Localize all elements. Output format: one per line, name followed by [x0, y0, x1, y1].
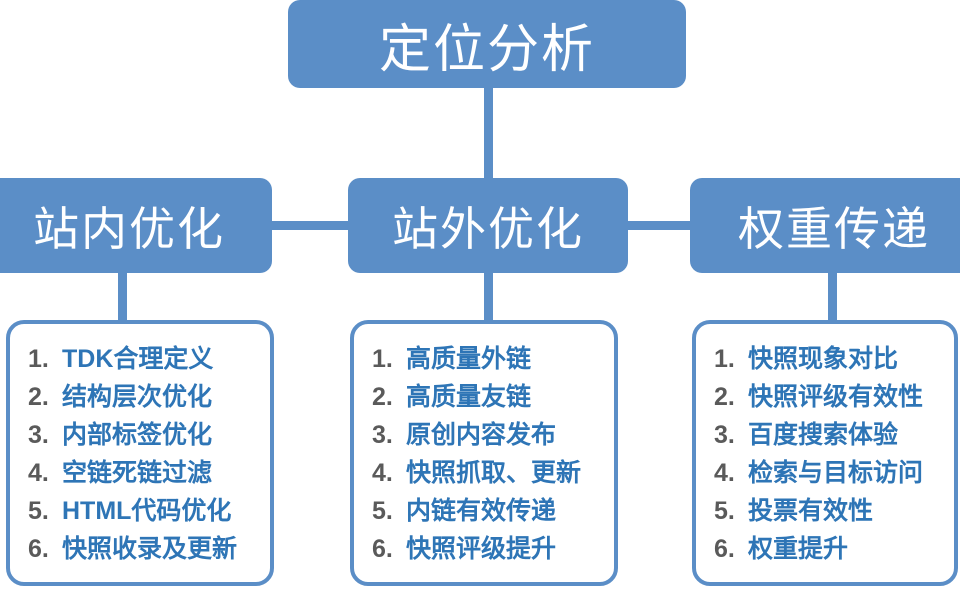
list-item-label: 百度搜索体验: [748, 421, 899, 449]
node-branch-weight-transfer[interactable]: 权重传递: [690, 178, 960, 273]
node-branch-label-1: 站内优化: [33, 202, 225, 255]
list-weight-transfer: 1. 快照现象对比 2. 快照评级有效性 3. 百度搜索体验 4. 检索与目标访…: [714, 340, 944, 568]
list-item[interactable]: 5. 内链有效传递: [372, 492, 604, 530]
list-item[interactable]: 6. 快照评级提升: [372, 530, 604, 568]
list-item-number: 1.: [714, 345, 735, 373]
list-item-label: 原创内容发布: [406, 421, 557, 449]
list-item-label: 快照评级提升: [406, 535, 557, 563]
list-item-number: 5.: [372, 497, 393, 525]
list-item[interactable]: 4. 空链死链过滤: [28, 454, 260, 492]
list-item-label: HTML代码优化: [62, 497, 232, 525]
list-item[interactable]: 1. 高质量外链: [372, 340, 604, 378]
card-weight-transfer: 1. 快照现象对比 2. 快照评级有效性 3. 百度搜索体验 4. 检索与目标访…: [692, 320, 958, 586]
list-item[interactable]: 4. 快照抓取、更新: [372, 454, 604, 492]
connector-center-branch-to-card: [484, 272, 493, 324]
list-item[interactable]: 5. 投票有效性: [714, 492, 944, 530]
list-item-label: 高质量外链: [406, 345, 532, 373]
list-item[interactable]: 1. TDK合理定义: [28, 340, 260, 378]
list-item-number: 6.: [714, 535, 735, 563]
node-root[interactable]: 定位分析: [288, 0, 686, 88]
node-branch-inner-optimization[interactable]: 站内优化: [0, 178, 272, 273]
list-item-number: 3.: [28, 421, 49, 449]
list-item[interactable]: 5. HTML代码优化: [28, 492, 260, 530]
list-item-number: 6.: [28, 535, 49, 563]
list-item[interactable]: 1. 快照现象对比: [714, 340, 944, 378]
list-item[interactable]: 3. 原创内容发布: [372, 416, 604, 454]
list-item-label: 空链死链过滤: [62, 459, 213, 487]
card-inner-optimization: 1. TDK合理定义 2. 结构层次优化 3. 内部标签优化 4. 空链死链过滤…: [6, 320, 274, 586]
list-item-label: TDK合理定义: [62, 345, 214, 373]
connector-center-to-right: [624, 221, 694, 230]
list-item-label: 内链有效传递: [406, 497, 557, 525]
list-item[interactable]: 4. 检索与目标访问: [714, 454, 944, 492]
list-item-number: 1.: [28, 345, 49, 373]
node-root-label: 定位分析: [378, 20, 595, 79]
node-branch-label-3: 权重传递: [738, 202, 930, 255]
list-item-number: 6.: [372, 535, 393, 563]
list-inner-optimization: 1. TDK合理定义 2. 结构层次优化 3. 内部标签优化 4. 空链死链过滤…: [28, 340, 260, 568]
list-item-label: 权重提升: [748, 535, 849, 563]
list-item[interactable]: 6. 快照收录及更新: [28, 530, 260, 568]
list-outer-optimization: 1. 高质量外链 2. 高质量友链 3. 原创内容发布 4. 快照抓取、更新 5…: [372, 340, 604, 568]
list-item-number: 2.: [372, 383, 393, 411]
list-item-label: 内部标签优化: [62, 421, 213, 449]
list-item-number: 5.: [714, 497, 735, 525]
node-branch-outer-optimization[interactable]: 站外优化: [348, 178, 628, 273]
list-item[interactable]: 3. 内部标签优化: [28, 416, 260, 454]
connector-center-to-left: [268, 221, 352, 230]
list-item-number: 5.: [28, 497, 49, 525]
list-item-number: 4.: [714, 459, 735, 487]
list-item[interactable]: 3. 百度搜索体验: [714, 416, 944, 454]
list-item[interactable]: 6. 权重提升: [714, 530, 944, 568]
list-item[interactable]: 2. 高质量友链: [372, 378, 604, 416]
connector-left-branch-to-card: [118, 272, 127, 324]
card-outer-optimization: 1. 高质量外链 2. 高质量友链 3. 原创内容发布 4. 快照抓取、更新 5…: [350, 320, 618, 586]
list-item-label: 快照收录及更新: [62, 535, 238, 563]
connector-root-to-center: [484, 86, 493, 182]
list-item-number: 4.: [28, 459, 49, 487]
list-item-number: 2.: [28, 383, 49, 411]
list-item[interactable]: 2. 结构层次优化: [28, 378, 260, 416]
list-item-number: 3.: [714, 421, 735, 449]
list-item-label: 投票有效性: [748, 497, 874, 525]
list-item-label: 快照评级有效性: [748, 383, 924, 411]
connector-right-branch-to-card: [828, 272, 837, 324]
list-item-label: 快照现象对比: [748, 345, 899, 373]
list-item-label: 检索与目标访问: [748, 459, 924, 487]
list-item-number: 3.: [372, 421, 393, 449]
list-item-number: 1.: [372, 345, 393, 373]
list-item-number: 4.: [372, 459, 393, 487]
list-item[interactable]: 2. 快照评级有效性: [714, 378, 944, 416]
list-item-label: 结构层次优化: [62, 383, 213, 411]
list-item-label: 高质量友链: [406, 383, 532, 411]
node-branch-label-2: 站外优化: [392, 202, 584, 255]
list-item-number: 2.: [714, 383, 735, 411]
list-item-label: 快照抓取、更新: [406, 459, 582, 487]
